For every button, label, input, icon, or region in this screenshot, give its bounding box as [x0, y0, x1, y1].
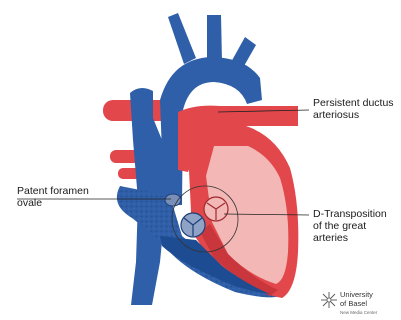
label-line: ovale	[17, 197, 89, 209]
logo-name: University of Basel	[340, 291, 373, 308]
basel-emblem-icon	[320, 291, 338, 309]
label-d-transposition: D-Transposition of the great arteries	[313, 208, 387, 244]
label-persistent-ductus-arteriosus: Persistent ductus arteriosus	[313, 97, 394, 121]
label-line: of the great	[313, 220, 387, 232]
label-line: Persistent ductus	[313, 97, 394, 109]
foramen-ovale	[165, 194, 181, 206]
label-line: Patent foramen	[17, 185, 89, 197]
logo-line: of Basel	[340, 300, 373, 309]
label-patent-foramen-ovale: Patent foramen ovale	[17, 185, 89, 209]
university-logo: University of Basel New Media Center	[318, 289, 398, 319]
logo-subtitle: New Media Center	[340, 310, 377, 315]
label-line: arteriosus	[313, 109, 394, 121]
label-line: arteries	[313, 232, 387, 244]
label-line: D-Transposition	[313, 208, 387, 220]
